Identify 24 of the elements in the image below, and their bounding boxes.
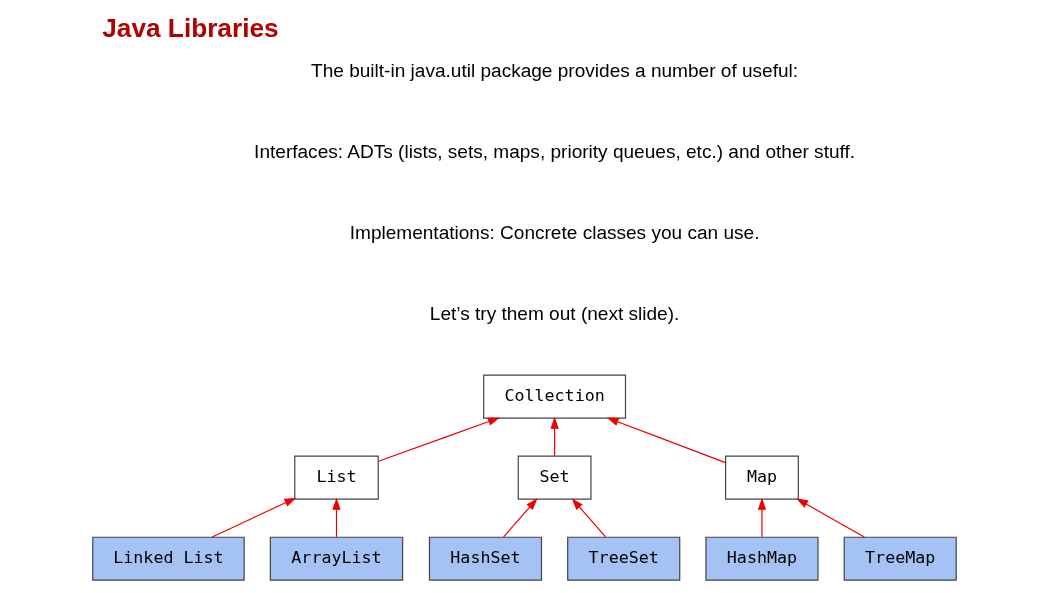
arrow — [377, 417, 500, 462]
node-box: TreeSet — [567, 536, 681, 581]
arrow — [606, 417, 726, 464]
label: Let’s try them out (next slide). — [429, 303, 680, 325]
label: The built-in java.util package provides a number of useful: — [311, 59, 799, 81]
diagram-title: Java Libraries — [102, 13, 279, 44]
arrow — [211, 497, 297, 538]
node-box: Map — [725, 455, 799, 500]
arrow — [550, 416, 559, 457]
node-box: Collection — [483, 374, 627, 419]
arrow — [332, 497, 341, 538]
node-box: Set — [517, 455, 592, 500]
node-box: TreeMap — [843, 536, 957, 581]
label: Interfaces: ADTs (lists, sets, maps, priority queues, etc.) and other stuff. — [254, 141, 856, 163]
arrow — [503, 498, 538, 538]
node-box: HashSet — [428, 536, 543, 581]
label: Implementations: Concrete classes you can use. — [349, 222, 760, 244]
arrow — [796, 498, 865, 538]
node-box: HashMap — [705, 536, 819, 581]
arrow — [571, 498, 607, 538]
node-box: Linked List — [92, 536, 245, 581]
node-box: List — [294, 455, 379, 500]
arrow — [757, 497, 767, 538]
node-box: ArrayList — [269, 536, 404, 581]
